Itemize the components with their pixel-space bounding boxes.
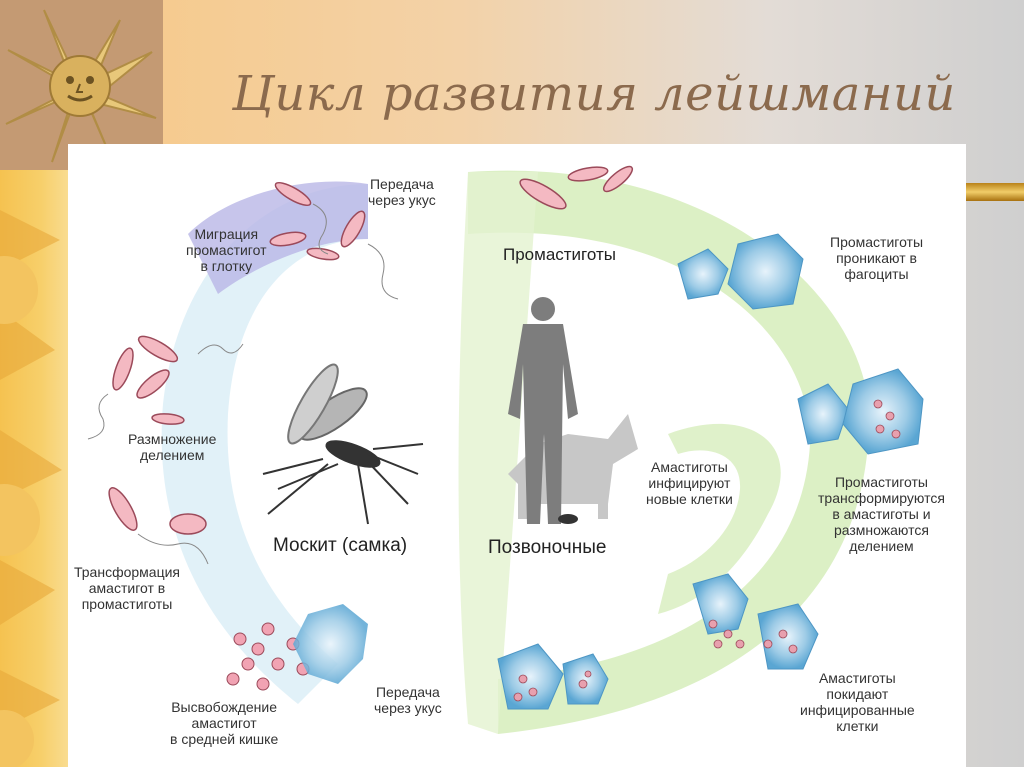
transforming-parasites-icon bbox=[108, 487, 207, 535]
host-cycle-arc bbox=[468, 170, 870, 734]
midgut-cell-icon bbox=[293, 604, 368, 684]
label-division: Размножение делением bbox=[128, 431, 217, 463]
vector-cycle-arc bbox=[161, 184, 368, 704]
label-mosquito: Москит (самка) bbox=[273, 535, 408, 556]
label-promastigotes: Промастиготы bbox=[503, 245, 616, 264]
gold-bar-decor bbox=[966, 183, 1024, 201]
phagocyte-cells-icon bbox=[497, 233, 924, 710]
amastigotes-in-cells-icon bbox=[513, 399, 901, 702]
cycle-graphics bbox=[87, 165, 924, 734]
leishmania-cycle-diagram: Передача через укус Миграция промастигот… bbox=[68, 144, 966, 767]
label-transformation-vector: Трансформация амастигот в промастиготы bbox=[74, 564, 180, 612]
sun-emblem bbox=[0, 0, 163, 170]
label-amastigotes-infect: Амастиготы инфицируют новые клетки bbox=[646, 459, 733, 507]
label-transform-host: Промастиготы трансформируются в амастиго… bbox=[818, 474, 945, 554]
label-vertebrates: Позвоночные bbox=[488, 537, 607, 558]
slide-title: Цикл развития лейшманий bbox=[232, 66, 956, 122]
host-entry-band bbox=[458, 172, 538, 734]
label-penetrate: Промастиготы проникают в фагоциты bbox=[830, 234, 924, 282]
label-migration: Миграция промастигот в глотку bbox=[186, 226, 267, 274]
promastigote-cluster-icon bbox=[269, 181, 366, 261]
vertebrate-silhouette-icon bbox=[508, 297, 638, 524]
mosquito-icon bbox=[262, 363, 424, 525]
label-bite-transfer-bottom: Передача через укус bbox=[374, 684, 442, 716]
sun-face-icon bbox=[5, 9, 157, 163]
host-inner-arc bbox=[658, 423, 781, 614]
sun-decor-icon bbox=[0, 210, 62, 767]
sun-decor-strip bbox=[0, 170, 68, 767]
dividing-promastigotes-icon bbox=[112, 335, 185, 425]
promastigotes-host-icon bbox=[519, 165, 634, 210]
label-bite-transfer-top: Передача через укус bbox=[368, 176, 436, 208]
label-amastigotes-leave: Амастиготы покидают инфицированные клетк… bbox=[800, 670, 915, 734]
label-release: Высвобождение амастигот в средней кишке bbox=[170, 699, 279, 747]
